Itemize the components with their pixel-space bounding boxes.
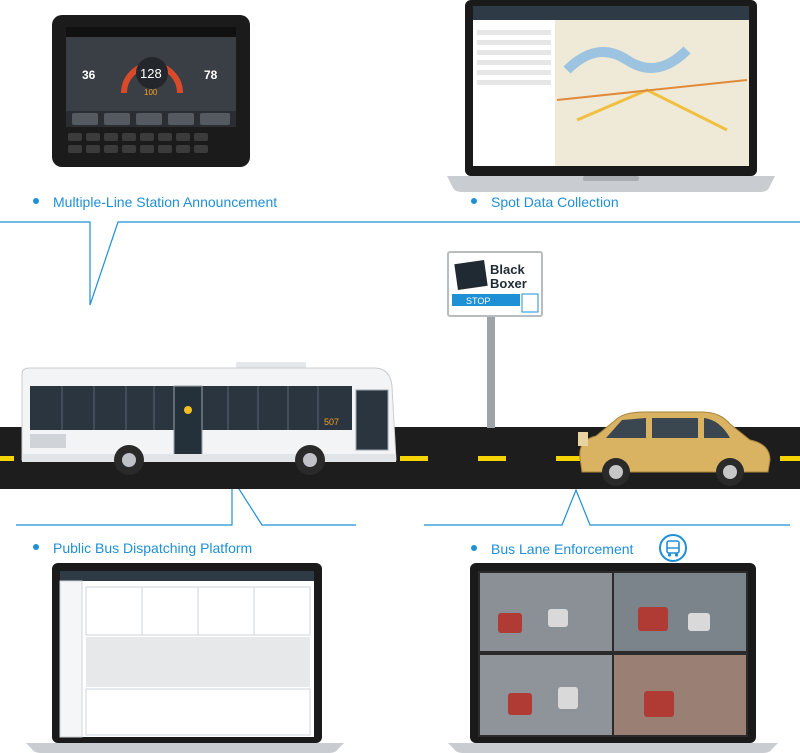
bullet-icon xyxy=(33,544,39,551)
laptop-enforcement xyxy=(448,563,778,753)
bullet-icon xyxy=(471,198,477,205)
label-spot-data-text: Spot Data Collection xyxy=(491,194,619,210)
device-left-value: 36 xyxy=(82,68,96,82)
label-dispatching-text: Public Bus Dispatching Platform xyxy=(53,540,253,556)
device-sub-value: 100 xyxy=(144,88,158,97)
sign-brand-line2: Boxer xyxy=(490,276,527,291)
laptop-map xyxy=(447,0,775,192)
car xyxy=(578,411,771,486)
bus-lane-icon xyxy=(659,534,687,562)
label-dispatching: Public Bus Dispatching Platform xyxy=(33,540,252,556)
label-announcement: Multiple-Line Station Announcement xyxy=(33,194,277,210)
label-announcement-text: Multiple-Line Station Announcement xyxy=(53,194,278,210)
bullet-icon xyxy=(471,545,477,552)
bus-route-number: 507 xyxy=(324,417,339,427)
laptop-dispatching xyxy=(26,563,344,753)
label-lane-enforcement-text: Bus Lane Enforcement xyxy=(491,541,634,557)
device-speed: 128 xyxy=(140,66,162,81)
bus-stop-sign: Black Boxer STOP xyxy=(447,251,543,428)
announcement-device: 128 100 36 78 xyxy=(52,15,250,167)
sign-brand-line1: Black xyxy=(490,262,525,277)
label-lane-enforcement: Bus Lane Enforcement xyxy=(471,541,633,557)
bus: 507 xyxy=(21,362,397,475)
sign-stop-text: STOP xyxy=(466,296,490,306)
label-spot-data: Spot Data Collection xyxy=(471,194,619,210)
device-right-value: 78 xyxy=(204,68,218,82)
bullet-icon xyxy=(33,198,39,205)
